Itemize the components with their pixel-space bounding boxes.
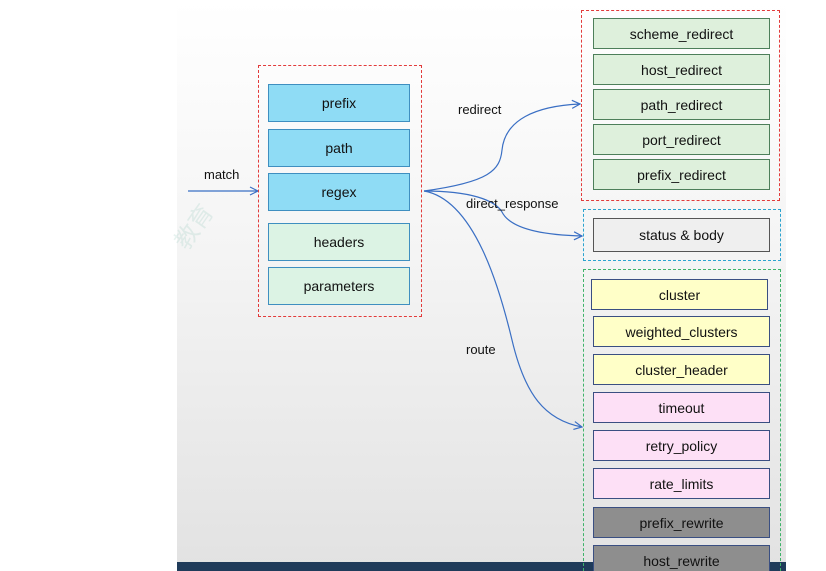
path-redirect-box: path_redirect (593, 89, 770, 120)
prefix-rewrite-box: prefix_rewrite (593, 507, 770, 538)
scheme-redirect-box: scheme_redirect (593, 18, 770, 49)
host-rewrite-box: host_rewrite (593, 545, 770, 571)
status-body-box: status & body (593, 218, 770, 252)
host-redirect-box: host_redirect (593, 54, 770, 85)
cluster-header-box: cluster_header (593, 354, 770, 385)
redirect-arrow (423, 104, 580, 192)
retry-policy-box: retry_policy (593, 430, 770, 461)
slide-bottom-bar (177, 562, 786, 571)
direct-response-label: direct_response (466, 196, 559, 211)
match-label: match (204, 167, 240, 182)
match-headers-box: headers (268, 223, 410, 261)
match-regex-box: regex (268, 173, 410, 211)
route-arrow (423, 190, 582, 427)
timeout-box: timeout (593, 392, 770, 423)
cluster-box: cluster (591, 279, 768, 310)
match-parameters-box: parameters (268, 267, 410, 305)
route-group (583, 269, 781, 571)
direct-response-arrow (423, 190, 582, 236)
weighted-clusters-box: weighted_clusters (593, 316, 770, 347)
direct-response-group (583, 209, 781, 261)
match-group (258, 65, 422, 317)
redirect-group (581, 10, 780, 201)
route-label: route (466, 342, 496, 357)
port-redirect-box: port_redirect (593, 124, 770, 155)
match-prefix-box: prefix (268, 84, 410, 122)
match-path-box: path (268, 129, 410, 167)
rate-limits-box: rate_limits (593, 468, 770, 499)
redirect-label: redirect (458, 102, 502, 117)
prefix-redirect-box: prefix_redirect (593, 159, 770, 190)
